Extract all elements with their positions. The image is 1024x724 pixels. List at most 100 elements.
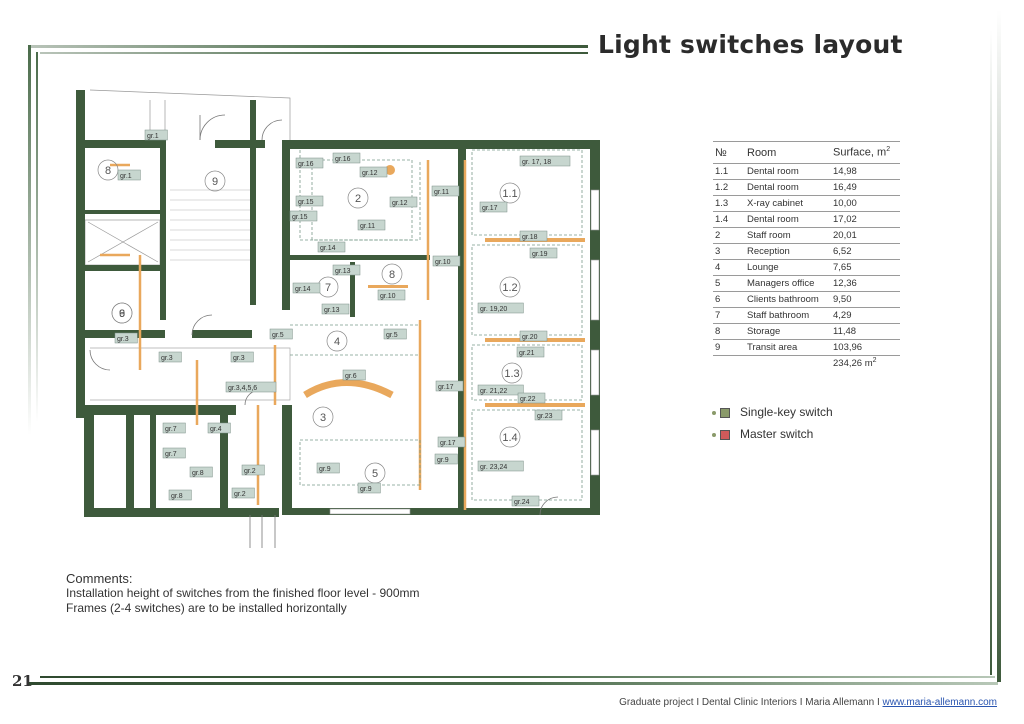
switch-group-label: gr.7 [165, 426, 177, 433]
switch-group-label: gr.1 [120, 173, 132, 180]
switch-group-label: gr.7 [165, 451, 177, 458]
switch-group-label: gr.3 [233, 355, 245, 362]
cell-room: Dental room [745, 211, 831, 228]
switch-group-label: gr.1 [147, 133, 159, 140]
switch-group-label: gr.15 [298, 199, 314, 206]
switch-group-label: gr.13 [335, 268, 351, 275]
room-marker [381, 263, 403, 285]
cell-no: 1.3 [713, 195, 745, 212]
footer-link[interactable]: www.maria-allemann.com [882, 697, 997, 708]
room-number: 2 [355, 193, 361, 205]
switch-group-tag [317, 241, 346, 253]
col-room: Room [745, 141, 831, 164]
footer-text: Graduate project I Dental Clinic Interio… [619, 697, 883, 708]
switch-group-label: gr.14 [295, 286, 311, 293]
switch-group-tag [162, 422, 186, 434]
cell-surface: 12,36 [831, 275, 900, 292]
switch-group-tag [332, 152, 361, 164]
switch-group-tag [431, 185, 460, 197]
total-surface: 234,26 m2 [833, 357, 877, 370]
room-marker [499, 426, 521, 448]
switch-group-tag [534, 409, 563, 421]
legend-master: Master switch [712, 427, 813, 441]
cell-surface: 103,96 [831, 339, 900, 356]
room-number: 4 [334, 336, 340, 348]
switch-group-tag [189, 466, 213, 478]
switch-group-label: gr. 19,20 [480, 306, 507, 313]
switch-group-tag [434, 453, 458, 465]
switch-group-tag [517, 392, 546, 404]
cell-surface: 17,02 [831, 211, 900, 228]
room-number: 6 [119, 308, 125, 320]
switch-group-label: gr.3,4,5,6 [228, 385, 257, 392]
switch-group-label: gr.9 [437, 457, 449, 464]
switch-group-label: gr. 23,24 [480, 464, 507, 471]
switch-group-tag [477, 460, 524, 472]
cell-no: 6 [713, 291, 745, 308]
switch-group-tag [231, 487, 255, 499]
cell-surface: 11,48 [831, 323, 900, 340]
cell-room: Dental room [745, 163, 831, 180]
col-surface: Surface, m2 [831, 141, 900, 164]
switch-group-tag [519, 155, 571, 167]
cell-surface: 20,01 [831, 227, 900, 244]
cell-room: Staff room [745, 227, 831, 244]
master-dot-icon [712, 432, 716, 437]
switch-group-tag [168, 489, 192, 501]
switch-group-tag [437, 436, 466, 448]
switch-group-tag [295, 195, 324, 207]
cell-no: 1.1 [713, 163, 745, 180]
switch-group-label: gr.20 [522, 334, 538, 341]
cell-no: 9 [713, 339, 745, 356]
cell-no: 2 [713, 227, 745, 244]
switch-group-label: gr.2 [234, 491, 246, 498]
master-switch-icon [720, 429, 730, 440]
switch-group-tag [289, 210, 318, 222]
cell-surface: 9,50 [831, 291, 900, 308]
switch-group-label: gr. 17, 18 [522, 159, 551, 166]
switch-group-tag [435, 380, 464, 392]
switch-group-label: gr.5 [386, 332, 398, 339]
switch-group-tag [316, 462, 340, 474]
cell-room: Dental room [745, 179, 831, 196]
room-number: 9 [119, 308, 125, 320]
switch-group-label: gr.3 [117, 336, 129, 343]
room-marker [347, 187, 369, 209]
room-number: 3 [320, 412, 326, 424]
switch-group-label: gr.10 [380, 293, 396, 300]
room-marker [312, 406, 334, 428]
switch-group-tag [383, 328, 407, 340]
cell-room: Staff bathroom [745, 307, 831, 324]
switch-group-tag [342, 369, 366, 381]
switch-group-tag [321, 303, 350, 315]
switch-group-label: gr.8 [171, 493, 183, 500]
cell-room: Clients bathroom [745, 291, 831, 308]
switch-group-tag [432, 255, 461, 267]
cell-surface: 14,98 [831, 163, 900, 180]
switch-group-tag [292, 282, 321, 294]
room-number: 1.2 [502, 282, 517, 294]
switch-group-tag [529, 247, 558, 259]
switch-group-label: gr.5 [272, 332, 284, 339]
switch-group-label: gr.17 [440, 440, 456, 447]
cell-room: Lounge [745, 259, 831, 276]
switch-group-tag [295, 157, 324, 169]
switch-group-label: gr.17 [482, 205, 498, 212]
switch-group-tag [117, 169, 141, 181]
cell-no: 8 [713, 323, 745, 340]
single-dot-icon [712, 410, 716, 415]
room-number: 5 [372, 468, 378, 480]
switch-group-label: gr.6 [345, 373, 357, 380]
cell-room: Storage [745, 323, 831, 340]
switch-group-label: gr.3 [161, 355, 173, 362]
table-total-row: 234,26 m2 [713, 356, 900, 372]
room-marker [501, 362, 523, 384]
